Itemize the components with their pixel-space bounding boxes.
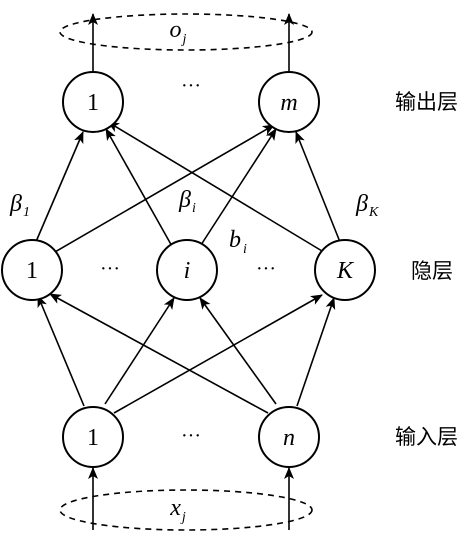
output-ellipsis: ···	[181, 75, 201, 97]
hidden-node-i-label: i	[184, 258, 191, 284]
edge-input1-to-hiddenK	[113, 294, 323, 414]
weight-label-beta-i: βi	[178, 187, 196, 216]
hidden-node-1: 1	[1, 239, 63, 301]
edge-input1-to-hiddeni	[104, 297, 175, 405]
edge-hiddenK-to-output1	[107, 121, 328, 255]
input-variable-label: xj	[169, 495, 186, 525]
edge-inputn-to-hiddeni	[199, 297, 277, 405]
edge-hiddeni-to-outputm	[198, 128, 277, 249]
output-node-1: 1	[62, 71, 124, 133]
edge-hiddenK-to-outputm	[295, 131, 341, 243]
output-ellipse	[59, 13, 313, 51]
hidden-node-K: K	[314, 239, 376, 301]
output-variable-label: oj	[170, 17, 187, 47]
input-node-n: n	[258, 406, 320, 468]
input-ellipse	[59, 489, 313, 531]
hidden-layer-label: 隐层	[411, 259, 453, 283]
input-layer-label: 输入层	[395, 425, 458, 449]
input-node-1: 1	[62, 406, 124, 468]
edge-inputn-to-hidden1	[49, 293, 269, 414]
output-node-m-label: m	[280, 90, 297, 116]
output-node-1-label: 1	[87, 90, 99, 116]
edge-hidden1-to-output1	[34, 131, 84, 245]
edge-inputn-to-hiddenK	[296, 297, 336, 407]
input-node-n-label: n	[283, 425, 295, 451]
edge-hiddeni-to-output1	[105, 128, 174, 249]
weight-label-beta-1: β1	[9, 191, 30, 220]
hidden-node-i: i	[156, 239, 218, 301]
edge-input1-to-hidden1	[37, 295, 85, 407]
weight-label-beta-K: βK	[355, 191, 379, 220]
edge-hidden1-to-outputm	[47, 124, 275, 257]
hidden-node-1-label: 1	[26, 258, 38, 284]
output-layer-label: 输出层	[395, 90, 458, 114]
input-node-1-label: 1	[87, 425, 99, 451]
hidden-ellipsis-left: ···	[100, 258, 120, 280]
output-node-m: m	[258, 71, 320, 133]
hidden-node-K-label: K	[336, 258, 355, 284]
hidden-ellipsis-right: ···	[256, 258, 276, 280]
input-ellipsis: ···	[181, 425, 201, 447]
